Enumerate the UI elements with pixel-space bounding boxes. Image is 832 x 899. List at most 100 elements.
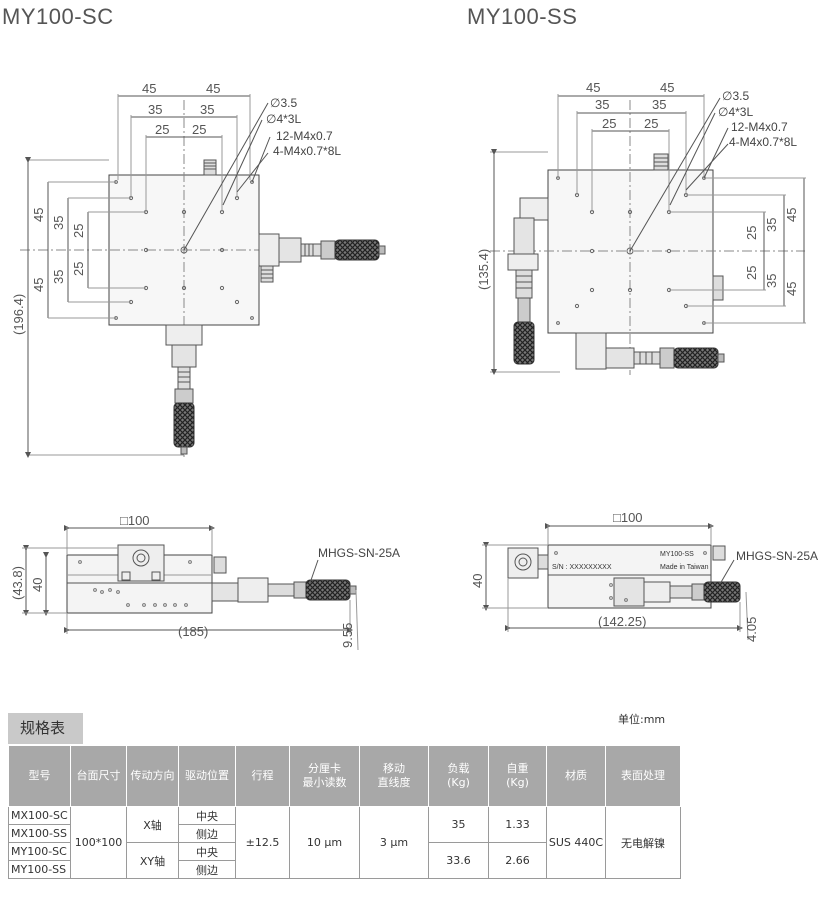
cell-weight: 2.66 [488,842,547,879]
sc-dim-25a: 25 [155,122,169,137]
sc-label-12m4: 12-M4x0.7 [276,129,333,143]
sc-dim-35a: 35 [148,102,162,117]
cell-load: 35 [428,806,489,843]
ss-side-dims: □100 (142.25) MHGS-SN-25A 40 4.05 S/N : … [470,510,818,642]
th-straightness: 移动 直线度 [359,745,429,807]
cell-surface: 无电解镍 [605,806,681,879]
th-weight: 自重 (Kg) [488,745,547,807]
ss-bottom-knurl [673,347,719,369]
cell-load: 33.6 [428,842,489,879]
th-stroke: 行程 [235,745,290,807]
cell-pos: 侧边 [178,824,236,843]
ss-side-micrometer: MHGS-SN-25A [736,549,818,563]
th-reading: 分厘卡 最小读数 [289,745,360,807]
cell-straightness: 3 μm [359,806,429,879]
ss-vdim-25b: 25 [744,266,759,280]
sc-dim-35b: 35 [200,102,214,117]
ss-dim-45a: 45 [586,80,600,95]
ss-dim-35b: 35 [652,97,666,112]
th-surface: 表面处理 [605,745,681,807]
sc-bottom-knurl [173,402,195,448]
ss-vdim-45a: 45 [784,208,799,222]
th-model: 型号 [8,745,71,807]
ss-side-made: Made in Taiwan [660,564,709,571]
cell-material: SUS 440C [546,806,606,879]
cell-model: MY100-SS [8,860,71,879]
cell-weight: 1.33 [488,806,547,843]
title-left: MY100-SC [2,4,114,29]
sc-vdim-25b: 25 [71,262,86,276]
cell-stroke: ±12.5 [235,806,290,879]
ss-vdim-25a: 25 [744,226,759,240]
sc-side-micrometer: MHGS-SN-25A [318,546,400,560]
ss-side-length: (142.25) [598,614,646,629]
th-drive: 驱动位置 [178,745,236,807]
sc-dim-25b: 25 [192,122,206,137]
sc-side-length: (185) [178,624,208,639]
sc-dim-45b: 45 [206,81,220,96]
cell-dir-x: X轴 [126,806,179,843]
ss-side-model: MY100-SS [660,551,694,558]
ss-label-hole35: ∅3.5 [722,89,749,103]
sc-vdim-45b: 45 [31,278,46,292]
cell-model: MX100-SC [8,806,71,825]
th-load: 负载 (Kg) [428,745,489,807]
ss-dim-25a: 25 [602,116,616,131]
sc-vdim-25a: 25 [71,224,86,238]
sc-vdim-35b: 35 [51,270,66,284]
ss-side-sn: S/N : XXXXXXXXX [552,564,612,571]
table-row: MX100-SC 100*100 X轴 中央 ±12.5 10 μm 3 μm … [8,806,681,879]
sc-label-4m4: 4-M4x0.7*8L [273,144,341,158]
cell-reading: 10 μm [289,806,360,879]
sc-vdim-overall: (196.4) [11,294,26,335]
table-row: MY100-SS 侧边 [8,860,681,879]
ss-dim-45b: 45 [660,80,674,95]
ss-side-width: □100 [613,510,643,525]
sc-right-knurl [334,239,380,261]
ss-label-4m4: 4-M4x0.7*8L [729,135,797,149]
sc-side-view [22,525,359,651]
ss-label-hole43l: ∅4*3L [718,105,753,119]
sc-side-bottom: 9.55 [340,623,355,648]
ss-top-view [490,94,806,375]
ss-vdim-35b: 35 [764,274,779,288]
title-right: MY100-SS [467,4,578,29]
cell-model: MY100-SC [8,842,71,861]
sc-side-width: □100 [120,513,150,528]
cell-pos: 侧边 [178,860,236,879]
th-material: 材质 [546,745,606,807]
ss-center-hole [626,247,634,255]
ss-dim-25b: 25 [644,116,658,131]
sc-vdim-45a: 45 [31,208,46,222]
sc-dim-45a: 45 [142,81,156,96]
ss-left-knurl [513,321,535,365]
table-row: MY100-SC XY轴 中央 33.6 2.66 [8,842,681,879]
sc-vdim-35a: 35 [51,216,66,230]
sc-label-hole43l: ∅4*3L [266,112,301,126]
sc-side-h40: 40 [30,578,45,592]
cell-dir-xy: XY轴 [126,842,179,879]
unit-label: 单位:mm [618,713,666,726]
sc-side-h438: (43.8) [10,566,25,600]
ss-vdim-45b: 45 [784,282,799,296]
spec-table: 型号 台面尺寸 传动方向 驱动位置 行程 分厘卡 最小读数 移动 直线度 负载 … [8,745,681,879]
sc-label-hole35: ∅3.5 [270,96,297,110]
drawings: 45 45 35 35 25 25 ∅3.5 ∅4*3L 12-M4x0.7 4… [10,80,818,651]
ss-vdim-overall: (135.4) [476,249,491,290]
cell-pos: 中央 [178,842,236,861]
sc-side-dims: □100 (185) MHGS-SN-25A (43.8) 40 9.55 [10,513,400,648]
sc-top-dims: 45 45 35 35 25 25 ∅3.5 ∅4*3L 12-M4x0.7 4… [11,81,341,335]
sc-top-view [20,94,386,460]
sc-center-hole [180,246,188,254]
ss-dim-35a: 35 [595,97,609,112]
th-size: 台面尺寸 [70,745,127,807]
cell-pos: 中央 [178,806,236,825]
ss-label-12m4: 12-M4x0.7 [731,120,788,134]
ss-side-bottom: 4.05 [744,617,759,642]
spec-header-row: 型号 台面尺寸 传动方向 驱动位置 行程 分厘卡 最小读数 移动 直线度 负载 … [8,745,681,807]
ss-side-view [482,523,749,641]
ss-side-h40: 40 [470,574,485,588]
cell-size: 100*100 [70,806,127,879]
cell-model: MX100-SS [8,824,71,843]
ss-top-dims: 45 45 35 35 25 25 ∅3.5 ∅4*3L 12-M4x0.7 4… [476,80,799,296]
